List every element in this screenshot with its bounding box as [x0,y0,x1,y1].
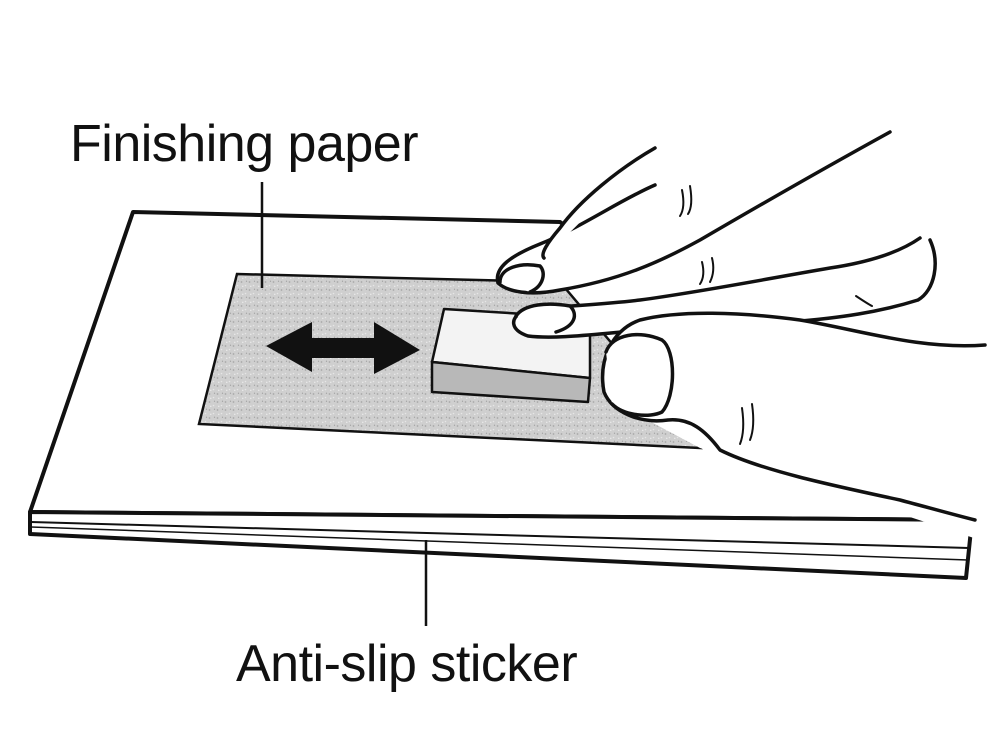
knuckle-crease-1 [679,189,685,217]
ring-finger [788,238,937,324]
hand-icon [495,130,987,540]
block-side-face [430,360,592,404]
anti-slip-layer-line [30,521,970,549]
fingernail-middle [514,302,577,334]
fingernail-index [498,263,545,294]
knuckle-crease-6 [749,403,755,441]
anti-slip-sticker-label: Anti-slip sticker [236,635,578,693]
knuckle-crease-7 [855,295,873,307]
anti-slip-layer-line-2 [30,526,969,561]
thumbnail [604,332,675,418]
double-headed-arrow-icon [266,322,420,374]
finishing-paper-label: Finishing paper [70,115,419,173]
knuckle-crease-5 [739,407,745,445]
knuckle-crease-2 [687,185,693,215]
upper-finger [541,146,657,260]
knuckle-crease-3 [699,261,705,285]
knuckle-crease-4 [709,257,715,283]
middle-finger [512,236,922,339]
